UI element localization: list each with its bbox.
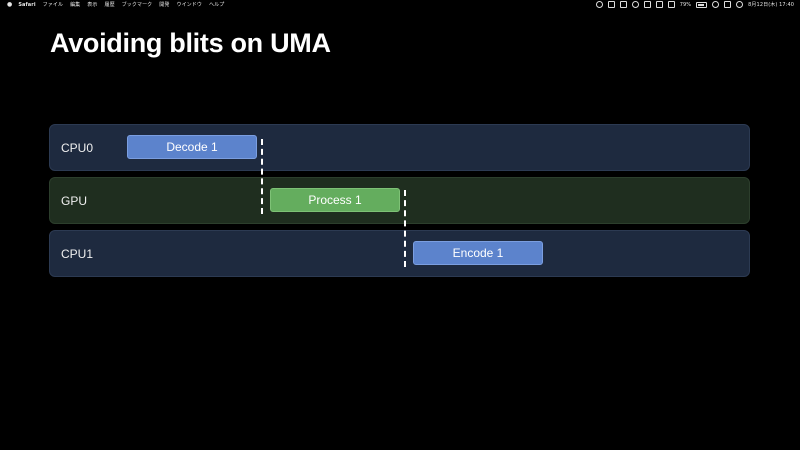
- clock[interactable]: 8月12日(木) 17:40: [748, 2, 794, 8]
- lane-label-cpu0: CPU0: [61, 140, 94, 155]
- menu-app-name[interactable]: Safari: [18, 1, 36, 8]
- search-icon[interactable]: [712, 1, 720, 8]
- menu-develop[interactable]: 開発: [159, 2, 170, 8]
- slide-title: Avoiding blits on UMA: [50, 28, 331, 58]
- battery-percent: 79%: [679, 1, 692, 8]
- battery-icon[interactable]: [696, 1, 708, 8]
- menu-help[interactable]: ヘルプ: [209, 2, 225, 8]
- dependency-line-process-encode: [404, 190, 406, 267]
- menu-bookmarks[interactable]: ブックマーク: [121, 2, 153, 8]
- dropbox-icon[interactable]: [619, 1, 627, 8]
- control-center-icon[interactable]: [724, 1, 732, 8]
- menu-history[interactable]: 履歴: [104, 2, 115, 8]
- menu-file[interactable]: ファイル: [42, 2, 64, 8]
- task-decode: Decode 1: [127, 135, 257, 159]
- status-icon-1[interactable]: [595, 1, 603, 8]
- lane-gpu: GPU Process 1: [49, 177, 750, 224]
- lane-cpu1: CPU1 Encode 1: [49, 230, 750, 277]
- lane-cpu0: CPU0 Decode 1: [49, 124, 750, 171]
- wifi-icon[interactable]: [667, 1, 675, 8]
- task-process: Process 1: [270, 188, 400, 212]
- lane-label-cpu1: CPU1: [61, 246, 94, 261]
- status-icon-3[interactable]: [631, 1, 639, 8]
- apple-menu-icon[interactable]: ●: [7, 1, 13, 8]
- status-icon-5[interactable]: [655, 1, 663, 8]
- menu-view[interactable]: 表示: [87, 2, 98, 8]
- status-area: 79% 8月12日(木) 17:40: [591, 1, 794, 8]
- menu-bar: ● Safari ファイル 編集 表示 履歴 ブックマーク 開発 ウインドウ ヘ…: [0, 0, 800, 9]
- task-encode: Encode 1: [413, 241, 543, 265]
- status-icon-4[interactable]: [643, 1, 651, 8]
- menu-window[interactable]: ウインドウ: [176, 2, 202, 8]
- siri-icon[interactable]: [736, 1, 744, 8]
- dependency-line-decode-process: [261, 139, 263, 214]
- status-icon-2[interactable]: [607, 1, 615, 8]
- menu-edit[interactable]: 編集: [70, 2, 81, 8]
- lane-label-gpu: GPU: [61, 193, 88, 208]
